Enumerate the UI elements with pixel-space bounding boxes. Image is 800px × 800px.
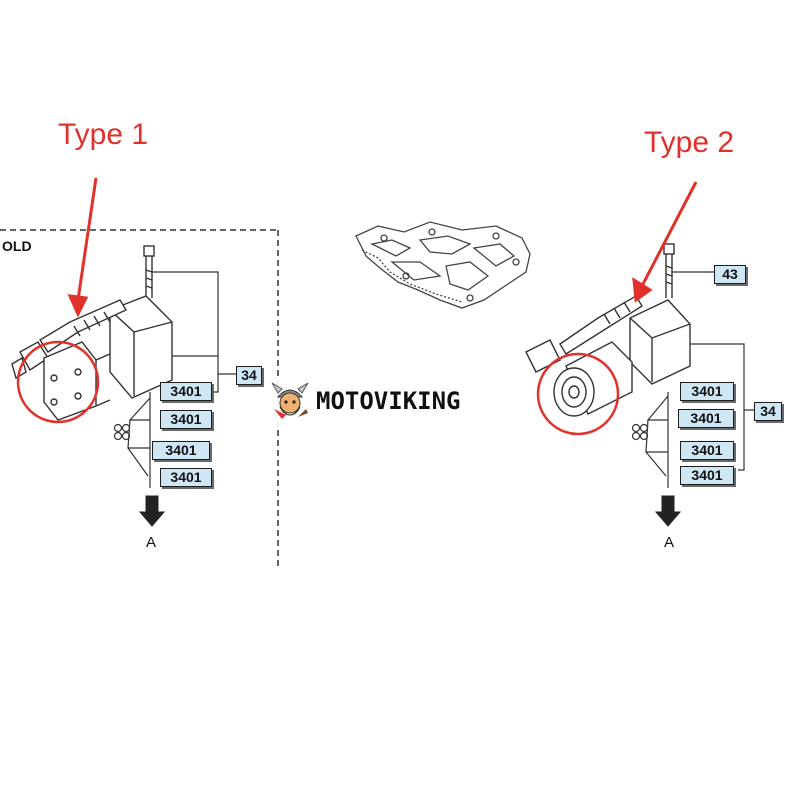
- watermark-banner: MOTOVIKING: [264, 376, 534, 426]
- section-frame: [0, 229, 279, 570]
- right-leader-lines: [631, 271, 754, 488]
- solenoid-type1: [11, 245, 173, 421]
- right-top-ref: 43: [714, 265, 746, 284]
- type2-label: Type 2: [644, 126, 735, 159]
- left-part-callout-2: 3401: [160, 410, 212, 429]
- left-direction-arrow-icon: [138, 495, 166, 527]
- left-part-callout-3: 3401: [152, 441, 210, 460]
- solenoid-type2: [525, 243, 691, 417]
- right-arrow-label: A: [664, 534, 675, 551]
- type1-highlight-circle: [16, 340, 100, 424]
- left-arrow-label: A: [146, 534, 157, 551]
- annotation-arrows: [67, 177, 698, 318]
- right-part-callout-3: 3401: [680, 441, 734, 460]
- valve-body-plate: [355, 221, 531, 309]
- right-part-callout-1: 3401: [680, 382, 734, 401]
- right-part-callout-2: 3401: [678, 409, 734, 428]
- right-group-ref: 34: [754, 402, 782, 421]
- right-part-callout-4: 3401: [680, 466, 734, 485]
- watermark-text: MOTOVIKING: [316, 387, 461, 415]
- viking-mascot-icon: [271, 382, 309, 419]
- left-part-callout-1: 3401: [160, 382, 212, 401]
- section-title-fragment: OLD: [2, 238, 32, 254]
- left-part-callout-4: 3401: [160, 468, 212, 487]
- left-group-ref: 34: [236, 366, 262, 385]
- left-leader-lines: [113, 271, 236, 488]
- right-direction-arrow-icon: [654, 495, 682, 527]
- type2-highlight-circle: [536, 352, 620, 436]
- type1-label: Type 1: [58, 118, 149, 151]
